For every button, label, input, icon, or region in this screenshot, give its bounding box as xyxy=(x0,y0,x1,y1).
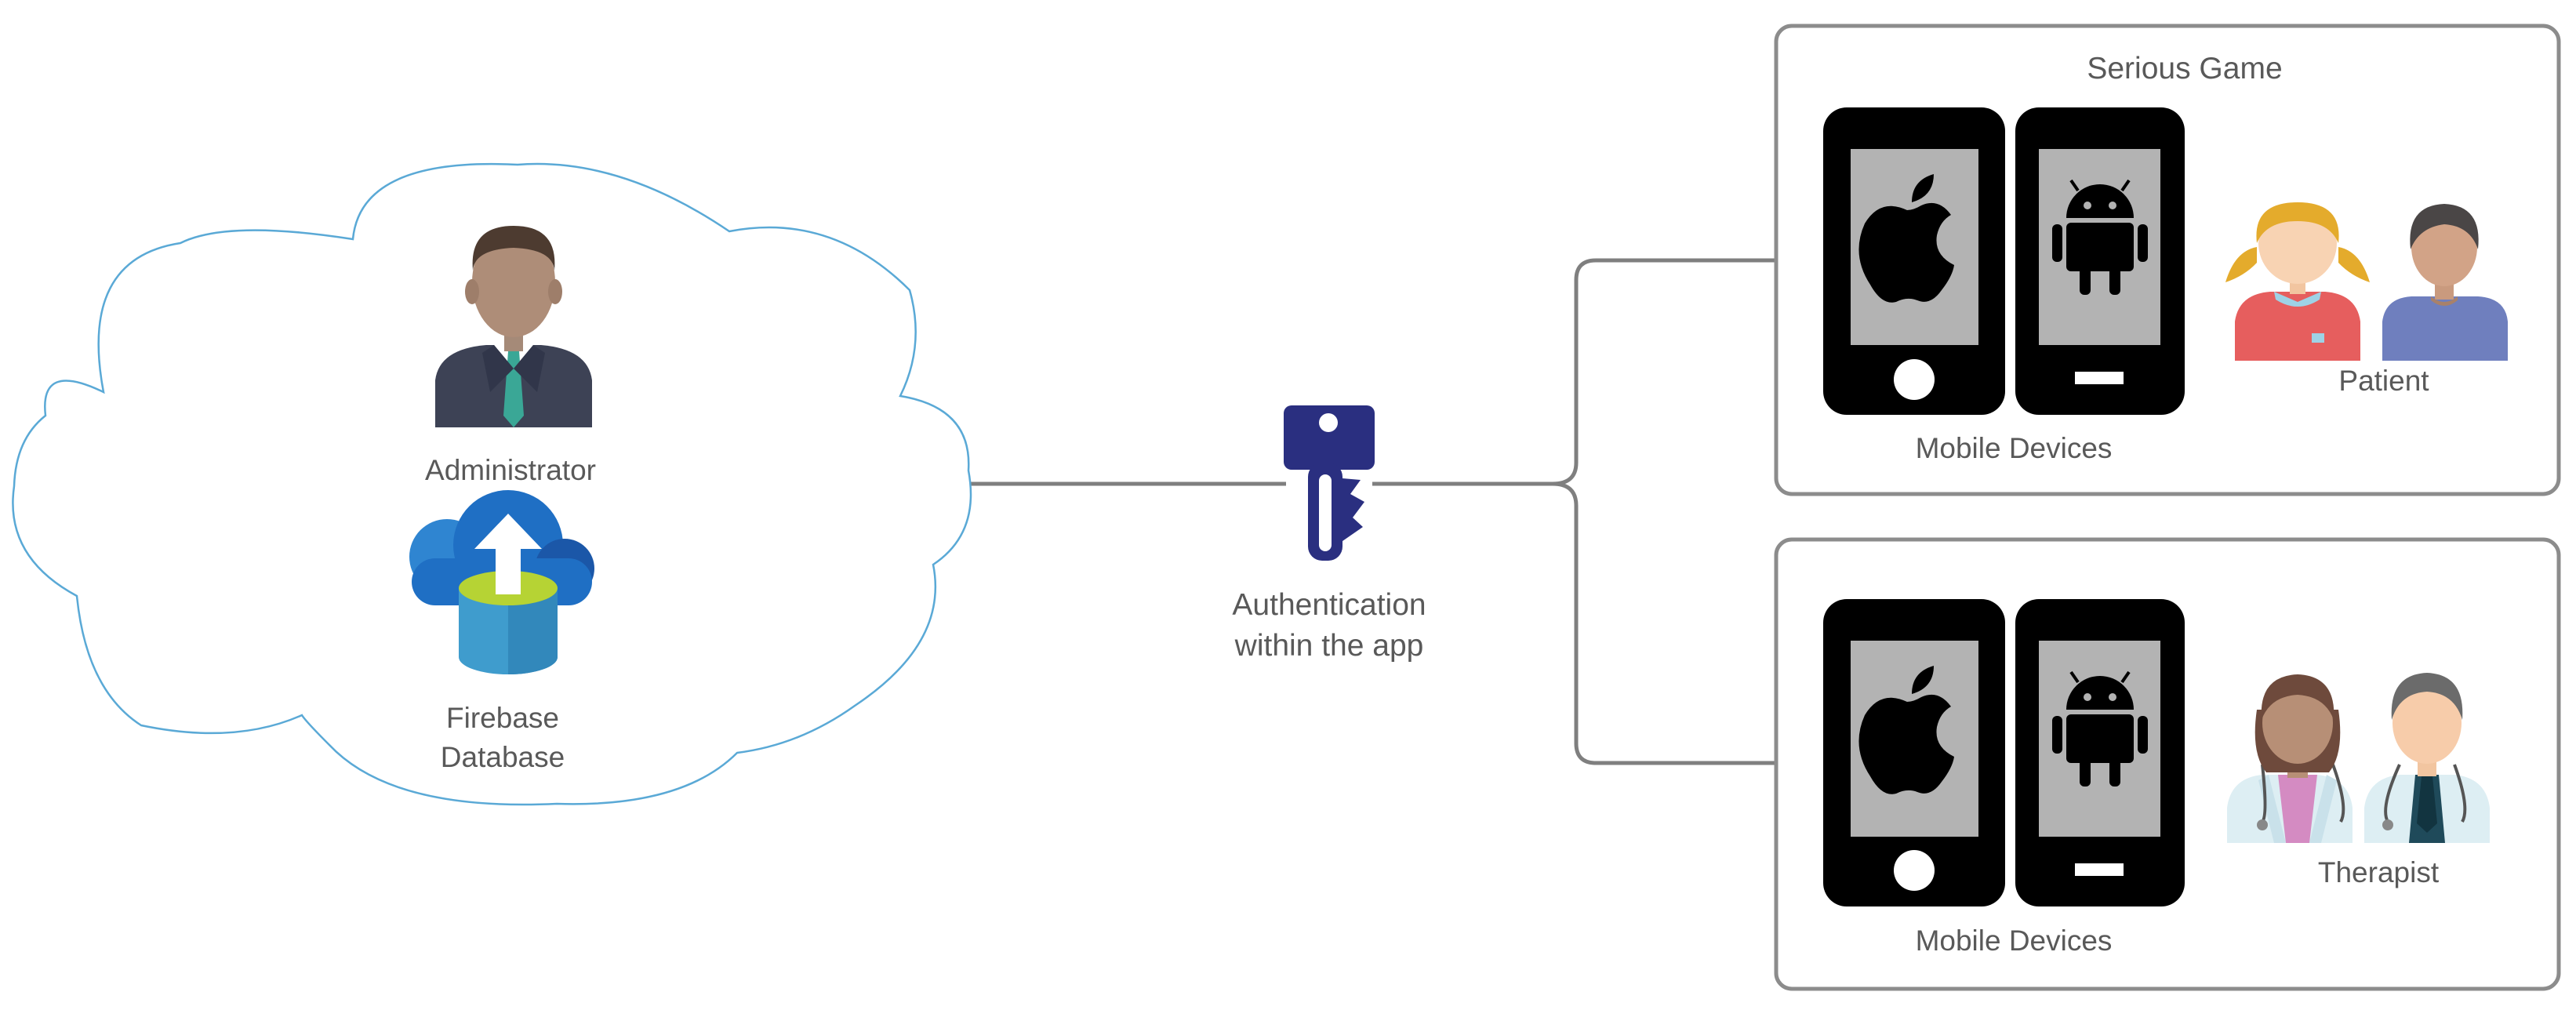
apple-icon xyxy=(1858,174,1954,303)
connector-branch-top xyxy=(1552,258,1776,486)
ios-phone-bottom xyxy=(1823,599,2005,906)
ios-phone-top xyxy=(1823,107,2005,415)
therapist-devices-label: Mobile Devices xyxy=(1916,925,2113,957)
patient-boy-icon xyxy=(2382,204,2508,361)
apple-icon xyxy=(1858,666,1954,794)
android-icon xyxy=(2052,179,2148,295)
serious-game-title: Serious Game xyxy=(2087,52,2282,85)
android-icon xyxy=(2052,670,2148,787)
cloud-boundary xyxy=(12,162,972,806)
administrator-label: Administrator xyxy=(425,454,596,486)
key-hole xyxy=(1319,413,1338,432)
auth-label-line2: within the app xyxy=(1234,629,1424,663)
therapist-male-icon xyxy=(2364,673,2490,843)
serious-game-devices-label: Mobile Devices xyxy=(1916,432,2113,464)
administrator-icon xyxy=(435,226,592,427)
key-slot xyxy=(1319,474,1332,551)
firebase-database-icon xyxy=(409,490,594,674)
firebase-label-line2: Database xyxy=(441,741,565,773)
patient-girl-icon xyxy=(2225,202,2370,361)
auth-label-line1: Authentication xyxy=(1232,588,1426,622)
therapist-female-icon xyxy=(2227,674,2353,843)
connector-branch-bottom xyxy=(1552,481,1776,765)
firebase-label-line1: Firebase xyxy=(446,702,559,734)
connectors xyxy=(971,258,1776,765)
android-phone-bottom xyxy=(2015,599,2185,906)
patient-label: Patient xyxy=(2338,365,2429,397)
therapist-label: Therapist xyxy=(2318,856,2440,888)
android-phone-top xyxy=(2015,107,2185,415)
